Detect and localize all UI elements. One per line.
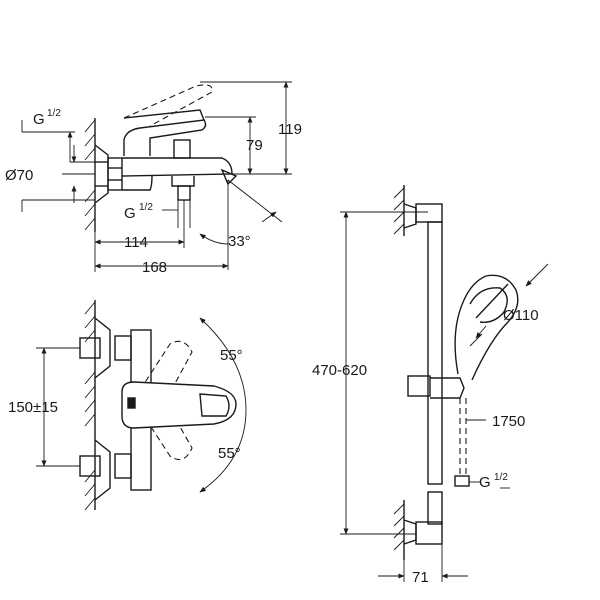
lever-handle-front [121,381,237,429]
dim-114: 114 [124,234,148,251]
wall-hatch-front [84,301,96,511]
g-label-mid: G [124,205,136,222]
mixer-body [121,157,233,177]
g-label-shower: G [479,474,491,491]
dim-angle-55-bottom: 55° [218,445,241,462]
g-half-top: 1/2 [47,108,61,119]
dim-79: 79 [246,137,263,154]
dim-71: 71 [412,569,429,586]
dim-dia-110: Ø110 [503,307,539,324]
front-view-mixer: 55° 55° 150±15 [8,300,247,511]
shower-rail [427,221,443,485]
spout-outlet [171,176,195,187]
lever-dashed-up [139,340,193,401]
dim-dia-70: Ø70 [5,167,33,184]
g-label-top: G [33,111,45,128]
dim-1750: 1750 [492,413,525,430]
hand-shower [454,274,519,381]
escutcheon [94,144,109,204]
dim-angle-55-top: 55° [220,347,243,364]
lower-bracket [415,521,443,545]
upper-bracket [415,203,443,223]
connection-nut [107,157,123,191]
lever-dashed-down [139,401,193,461]
slider-holder [430,377,465,399]
diverter-knob [173,139,191,159]
wall-hatch [84,119,96,231]
dim-119: 119 [278,121,302,138]
g-half-shower: 1/2 [494,472,508,483]
lever-handle [123,119,207,156]
dim-470-620: 470-620 [312,362,367,379]
shower-rail-set: 470-620 Ø110 1750 G 1/2 71 [312,185,549,586]
g-half-mid: 1/2 [139,202,153,213]
side-view-mixer: 119 79 G 1/2 Ø70 G 1/2 114 3 [5,81,302,276]
dim-168: 168 [142,259,167,276]
dim-angle-33: 33° [228,233,251,250]
dim-150: 150±15 [8,399,58,416]
lever-raised-outline [123,84,213,127]
